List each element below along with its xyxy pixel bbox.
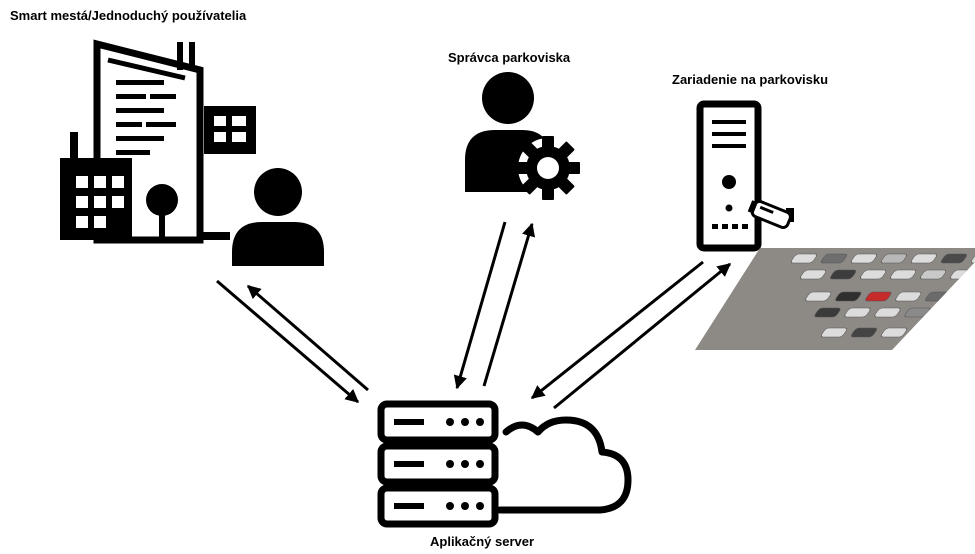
label-users: Smart mestá/Jednoduchý používatelia: [10, 8, 247, 23]
admin-user-gear-icon: [465, 72, 580, 200]
arrow-users-to-server: [216, 279, 360, 404]
parking-terminal-icon: [696, 100, 762, 252]
arrow-server-to-admin: [482, 222, 536, 387]
label-server: Aplikačný server: [430, 534, 534, 549]
cloud-icon: [496, 416, 632, 514]
arrow-admin-to-server: [453, 221, 507, 390]
server-rack-icon: [377, 400, 499, 528]
user-icon: [232, 168, 324, 266]
label-device: Zariadenie na parkovisku: [672, 72, 828, 87]
arrow-server-to-device: [553, 262, 732, 410]
parking-lot-photo: [695, 248, 975, 350]
arrows-device-server: [530, 260, 732, 410]
city-buildings-icon: [60, 39, 256, 244]
arrows-admin-server: [453, 221, 536, 390]
arrows-users-server: [216, 279, 369, 404]
arrow-device-to-server: [530, 260, 704, 400]
arrow-server-to-users: [246, 284, 369, 392]
security-camera-icon: [747, 199, 794, 229]
label-admin: Správca parkoviska: [448, 50, 571, 65]
